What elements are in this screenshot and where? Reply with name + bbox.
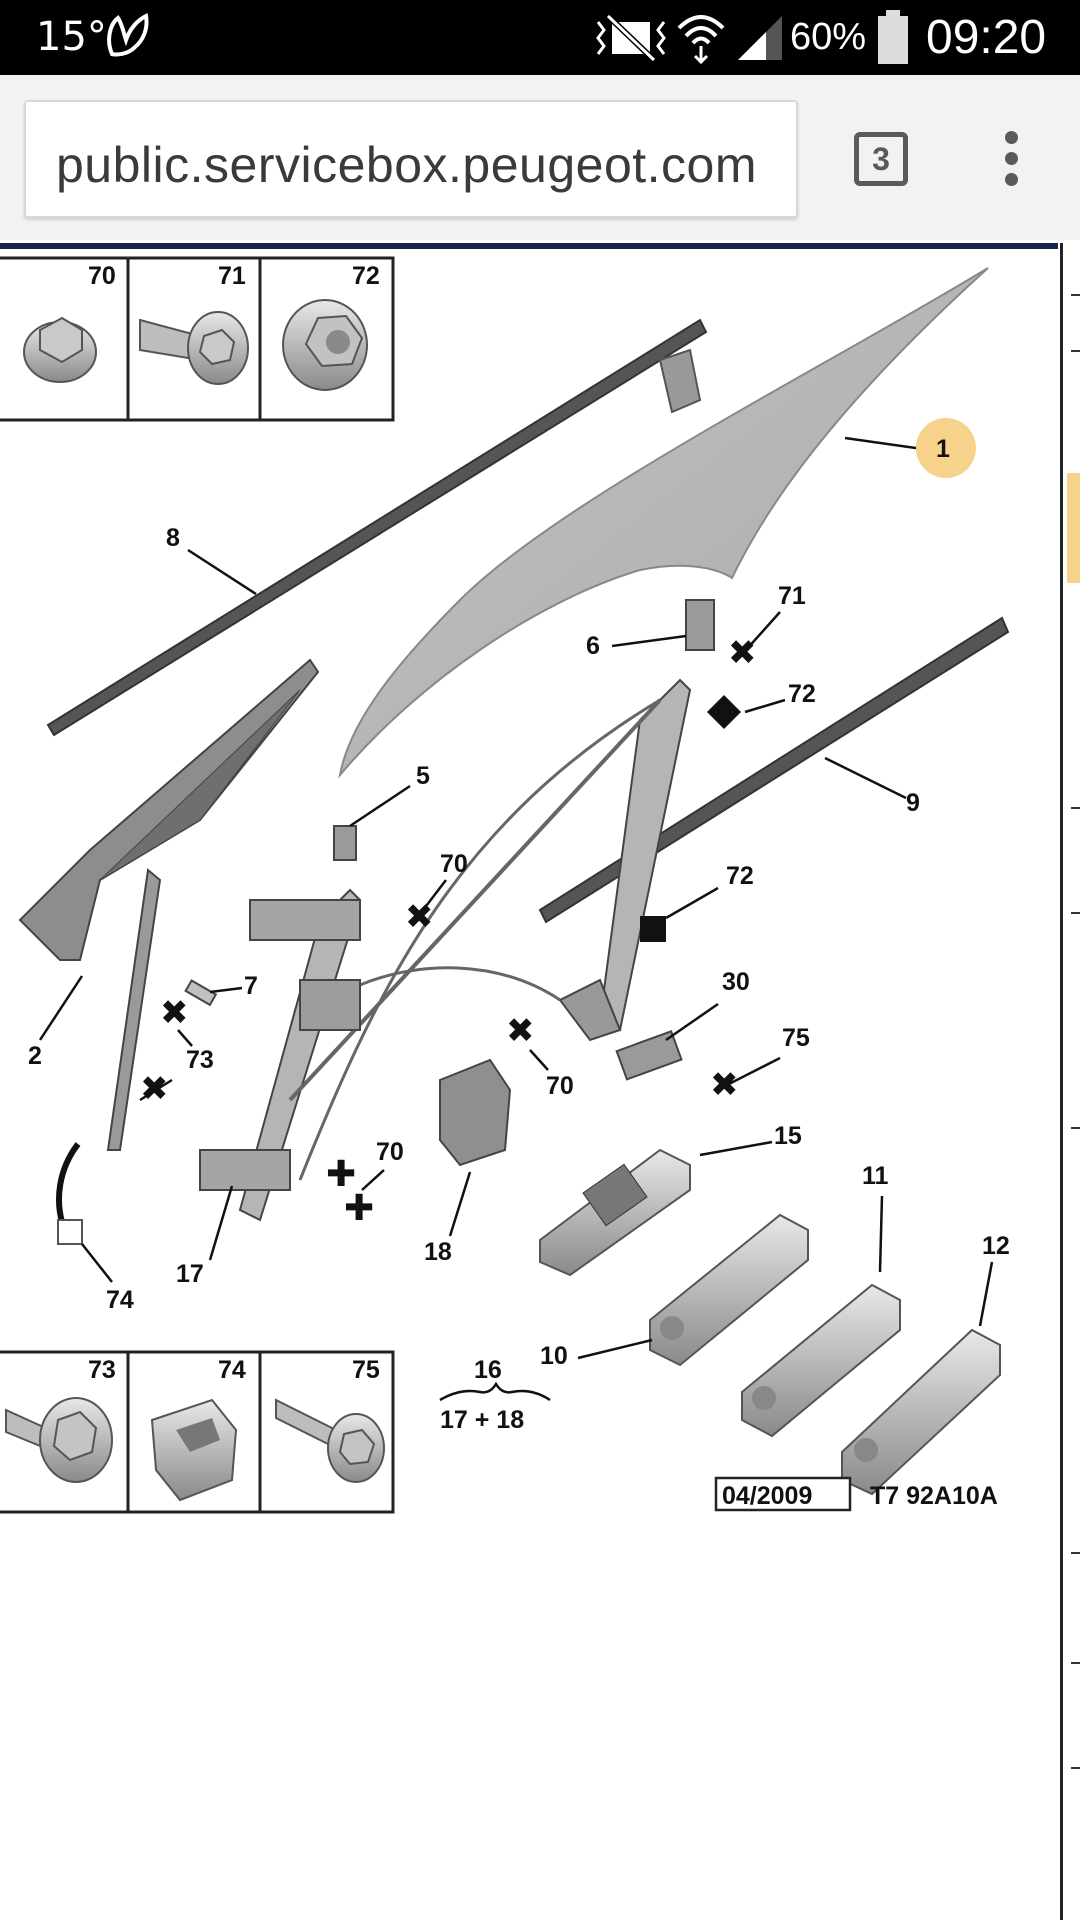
clip-part-5[interactable]	[333, 825, 357, 861]
fastener-box-top: 70 71 72	[0, 256, 395, 422]
box-label-72: 72	[352, 262, 380, 290]
callout-10: 10	[540, 1342, 568, 1370]
callout-30: 30	[722, 968, 750, 996]
box-label-73: 73	[88, 1356, 116, 1384]
battery-percent: 60%	[790, 16, 867, 58]
leader-lines	[38, 436, 994, 1360]
switch-part-10[interactable]	[649, 1213, 809, 1367]
callout-18: 18	[424, 1238, 452, 1266]
reference-code: T7 92A10A	[870, 1482, 998, 1510]
callout-8: 8	[166, 524, 180, 552]
window-glass-part-1[interactable]	[338, 267, 989, 779]
callout-75: 75	[782, 1024, 810, 1052]
callout-2: 2	[28, 1042, 42, 1070]
svg-text:✖: ✖	[160, 993, 189, 1033]
screw-icon	[139, 311, 249, 385]
svg-text:✖: ✖	[140, 1069, 169, 1109]
clip-part-6[interactable]	[685, 599, 715, 651]
svg-text:✖: ✖	[728, 633, 757, 673]
callout-15: 15	[774, 1122, 802, 1150]
callout-11: 11	[862, 1162, 889, 1190]
parts-diagram: 70 71 72	[0, 256, 1010, 1514]
butterfly-icon	[107, 12, 149, 57]
battery-icon	[878, 10, 908, 64]
callout-72b: 72	[726, 862, 754, 890]
callout-7: 7	[244, 972, 258, 1000]
flange-bolt-icon	[23, 316, 97, 383]
highlight-callout-1[interactable]	[916, 418, 976, 478]
cell-signal-icon	[738, 16, 782, 60]
svg-text:17 + 18: 17 + 18	[440, 1406, 524, 1434]
box-label-71: 71	[218, 262, 246, 290]
kit-note-16: 16 17 + 18	[439, 1356, 551, 1434]
fastener-markers: ✖ ✖ ✖ ✖ ✖ ✖ ✚ ✚	[140, 633, 757, 1229]
callout-6: 6	[586, 632, 600, 660]
callout-70a: 70	[440, 850, 468, 878]
clock: 09:20	[926, 11, 1047, 64]
url-text: public.servicebox.peugeot.com	[56, 137, 757, 193]
regulator-motor-part-18[interactable]	[439, 1058, 512, 1167]
browser-toolbar: public.servicebox.peugeot.com 3	[0, 75, 1080, 240]
url-bar[interactable]: public.servicebox.peugeot.com	[24, 100, 798, 218]
date-code: 04/2009	[722, 1482, 812, 1510]
wifi-icon	[677, 15, 725, 64]
nut-icon	[282, 299, 368, 391]
callout-70b: 70	[546, 1072, 574, 1100]
svg-text:✖: ✖	[506, 1011, 535, 1051]
status-bar: 15° 60% 09:20	[0, 0, 1080, 75]
callout-17: 17	[176, 1260, 204, 1288]
page-top-border	[0, 243, 1058, 249]
callout-1: 1	[936, 435, 950, 463]
switch-part-15[interactable]	[539, 1148, 691, 1277]
box-label-74: 74	[218, 1356, 246, 1384]
svg-text:✚: ✚	[344, 1188, 374, 1229]
callout-71: 71	[778, 582, 806, 610]
svg-text:✚: ✚	[326, 1154, 356, 1195]
callout-73: 73	[186, 1046, 214, 1074]
switch-part-11[interactable]	[741, 1283, 901, 1438]
fastener-box-bottom: 73 74 75	[0, 1350, 395, 1514]
bracket-part-30[interactable]	[615, 1030, 683, 1081]
window-regulator[interactable]	[199, 678, 692, 1222]
callout-9: 9	[906, 789, 920, 817]
svg-text:✖: ✖	[710, 1065, 739, 1105]
callout-70c: 70	[376, 1138, 404, 1166]
callout-72a: 72	[788, 680, 816, 708]
callout-12: 12	[982, 1232, 1010, 1260]
temperature-text: 15°	[36, 14, 107, 60]
overflow-menu-icon[interactable]	[996, 131, 1026, 191]
door-seal-part-8[interactable]	[46, 318, 708, 737]
pin-part-7[interactable]	[184, 979, 218, 1007]
callout-5: 5	[416, 762, 430, 790]
svg-text:16: 16	[474, 1356, 502, 1384]
clip-fastener-icon	[150, 1398, 238, 1502]
tab-switcher-button[interactable]: 3	[854, 132, 908, 186]
mute-vibrate-icon	[596, 14, 666, 62]
box-label-75: 75	[352, 1356, 380, 1384]
door-seal-part-9[interactable]	[538, 616, 1010, 924]
callout-74: 74	[106, 1286, 134, 1314]
self-tap-screw-icon	[275, 1398, 385, 1483]
hex-bolt-icon	[5, 1397, 113, 1483]
side-table-edge	[1060, 243, 1080, 1920]
box-label-70: 70	[88, 262, 116, 290]
